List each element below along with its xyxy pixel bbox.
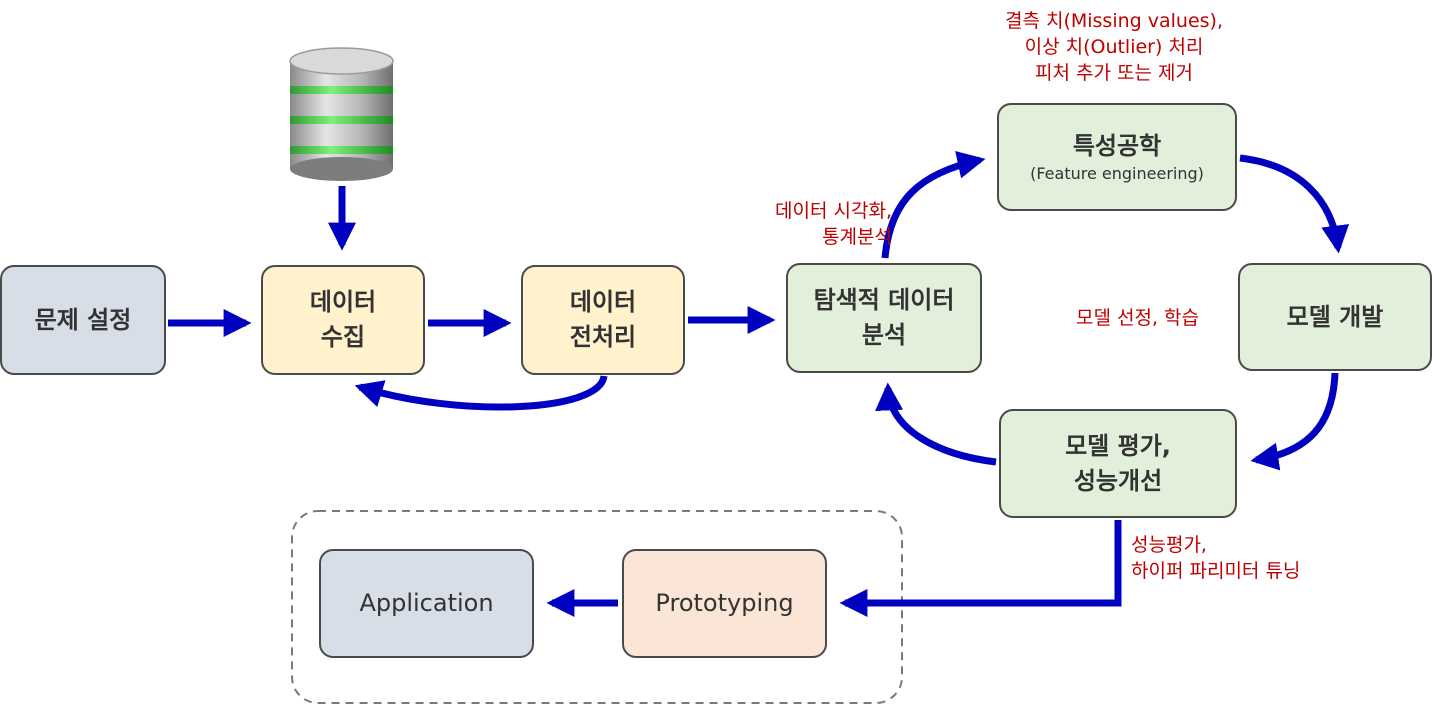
node-label-line2: 전처리 (569, 323, 637, 351)
node-subtitle: (Feature engineering) (1030, 164, 1204, 183)
arrow-model-to-evaluate (1250, 372, 1339, 471)
arrow-evaluate-to-prototyping (839, 520, 1122, 617)
node-data-collection: 데이터 수집 (261, 265, 425, 375)
deployment-group-frame (291, 510, 903, 704)
arrow-preprocess-back-to-collect (354, 374, 608, 411)
node-label-line2: 수집 (320, 323, 366, 351)
arrow-evaluate-to-eda (875, 382, 997, 466)
node-label-line1: 탐색적 데이터 (813, 286, 955, 315)
node-feature-engineering: 특성공학 (Feature engineering) (997, 103, 1237, 211)
node-label: Prototyping (655, 589, 794, 618)
node-label: Application (359, 589, 494, 618)
node-model-development: 모델 개발 (1238, 263, 1432, 371)
note-line: 피처 추가 또는 제거 (1035, 62, 1193, 85)
arrow-eda-to-feature (881, 151, 986, 259)
note-line: 데이터 시각화, (775, 200, 892, 222)
evaluation-note: 성능평가, 하이퍼 파리미터 튜닝 (1131, 532, 1300, 584)
node-prototyping: Prototyping (622, 549, 827, 658)
node-data-preprocessing: 데이터 전처리 (521, 265, 685, 375)
note-line: 모델 선정, 학습 (1076, 307, 1199, 329)
node-model-evaluation: 모델 평가, 성능개선 (999, 409, 1237, 518)
node-label: 모델 개발 (1286, 302, 1384, 331)
feature-engineering-note: 결측 치(Missing values), 이상 치(Outlier) 처리 피… (983, 8, 1245, 87)
node-label-line2: 성능개선 (1073, 466, 1163, 495)
note-line: 하이퍼 파리미터 튜닝 (1131, 560, 1301, 583)
arrow-feature-to-model (1239, 154, 1350, 254)
node-label-line1: 데이터 (309, 288, 377, 317)
database-icon (289, 47, 394, 181)
note-line: 이상 치(Outlier) 처리 (1024, 36, 1204, 59)
node-label-line1: 모델 평가, (1065, 431, 1171, 460)
node-title: 특성공학 (1072, 132, 1162, 161)
node-label: 문제 설정 (34, 305, 132, 334)
node-problem-setting: 문제 설정 (0, 265, 166, 375)
node-eda: 탐색적 데이터 분석 (786, 263, 982, 373)
note-line: 성능평가, (1131, 534, 1207, 556)
node-application: Application (319, 549, 534, 658)
note-line: 통계분석 (822, 226, 892, 249)
node-label-line2: 분석 (861, 321, 907, 349)
model-selection-note: 모델 선정, 학습 (1076, 305, 1199, 331)
node-label-line1: 데이터 (569, 288, 637, 317)
eda-note: 데이터 시각화, 통계분석 (742, 198, 892, 250)
note-line: 결측 치(Missing values), (1004, 10, 1224, 32)
